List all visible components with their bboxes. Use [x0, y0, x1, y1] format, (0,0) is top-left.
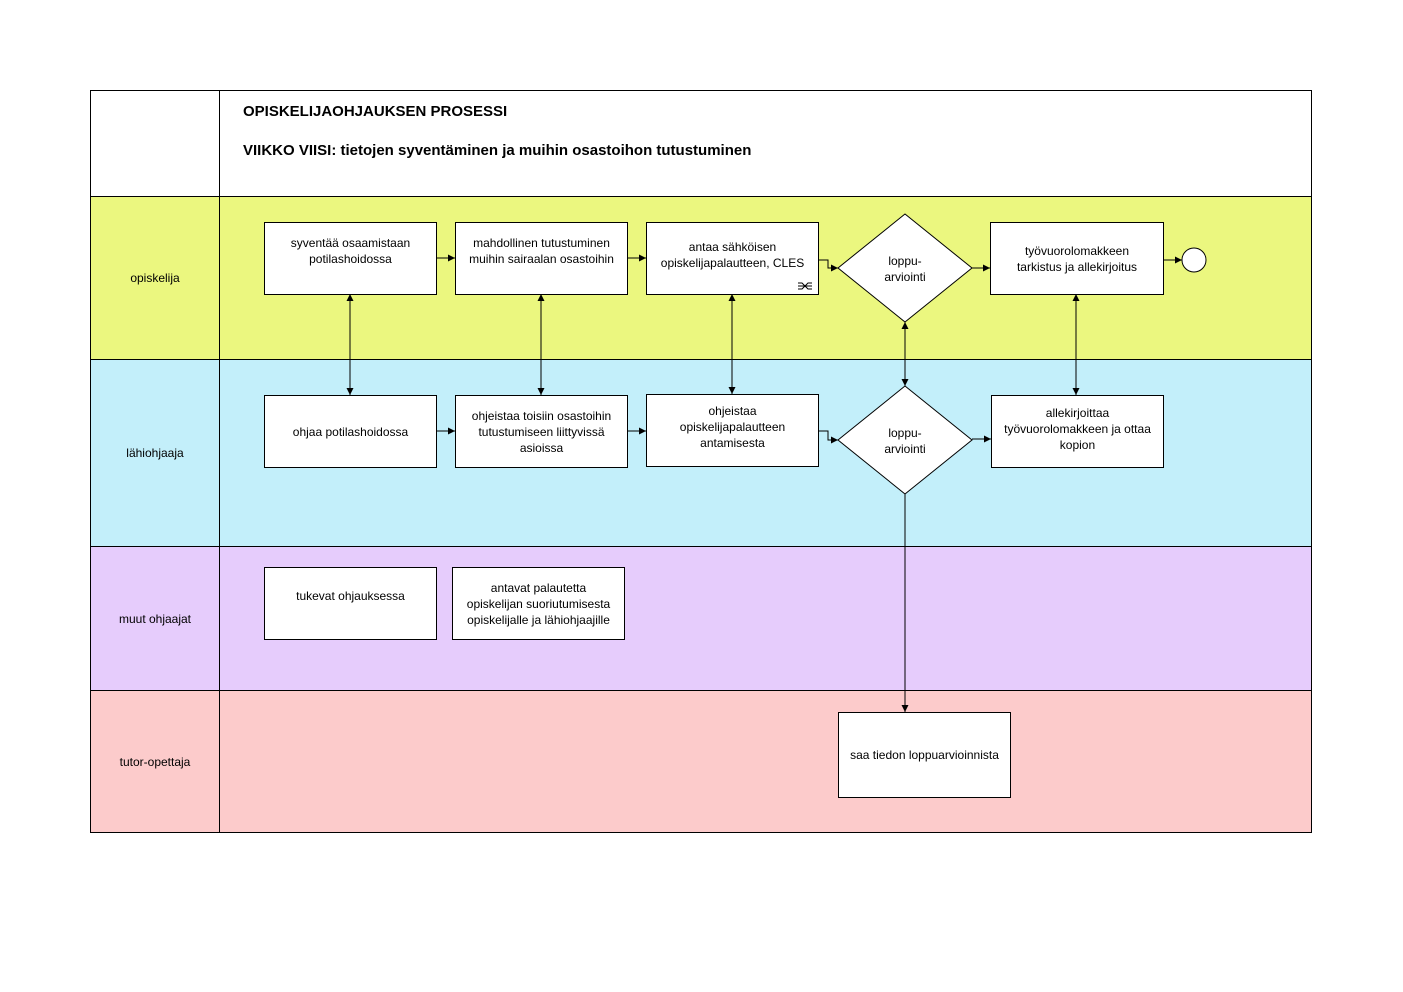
task-label: ohjeistaa opiskelijapalautteen antamises…: [679, 403, 786, 450]
task-antavat-palautetta[interactable]: antavat palautetta opiskelijan suoriutum…: [452, 567, 625, 640]
task-label: allekirjoittaa työvuorolomakkeen ja otta…: [1004, 405, 1151, 452]
task-label: ohjaa potilashoidossa: [292, 424, 409, 439]
task-tyovuorolomake-tarkistus[interactable]: työvuorolomakkeen tarkistus ja allekirjo…: [990, 222, 1164, 295]
task-label: ohjeistaa toisiin osastoihin tutustumise…: [471, 408, 612, 455]
task-antaa-palautteen[interactable]: antaa sähköisen opiskelijapalautteen, CL…: [646, 222, 819, 295]
decision-label-opiskelija: loppu- arviointi: [884, 254, 926, 284]
task-ohjeistaa-toisiin-osastoihin[interactable]: ohjeistaa toisiin osastoihin tutustumise…: [455, 395, 628, 468]
header-label-cell: [90, 90, 220, 196]
task-syventaa-osaamistaan[interactable]: syventää osaamistaan potilashoidossa: [264, 222, 437, 295]
task-label: mahdollinen tutustuminen muihin sairaala…: [469, 236, 614, 266]
subprocess-icon: [798, 282, 812, 290]
task-label: antaa sähköisen opiskelijapalautteen, CL…: [660, 239, 805, 270]
task-label: tukevat ohjauksessa: [296, 589, 405, 603]
task-mahdollinen-tutustuminen[interactable]: mahdollinen tutustuminen muihin sairaala…: [455, 222, 628, 295]
decision-diamond-opiskelija: [837, 213, 973, 323]
flow-arrow: [818, 259, 838, 272]
lane-tutor-opettaja: tutor-opettaja: [90, 690, 1312, 833]
diagram-title: OPISKELIJAOHJAUKSEN PROSESSI: [243, 103, 508, 120]
task-ohjeistaa-palautteen[interactable]: ohjeistaa opiskelijapalautteen antamises…: [646, 394, 819, 467]
task-tukevat-ohjauksessa[interactable]: tukevat ohjauksessa: [264, 567, 437, 640]
lane-label-lahiohjaaja: lähiohjaaja: [91, 360, 220, 546]
task-label: syventää osaamistaan potilashoidossa: [290, 236, 411, 266]
task-label: antavat palautetta opiskelijan suoriutum…: [466, 581, 611, 627]
task-ohjaa-potilashoidossa[interactable]: ohjaa potilashoidossa: [264, 395, 437, 468]
end-event-circle: [1181, 247, 1207, 273]
lane-label-muut-ohjaajat: muut ohjaajat: [91, 547, 220, 690]
task-allekirjoittaa-tyovuorolomakkeen[interactable]: allekirjoittaa työvuorolomakkeen ja otta…: [991, 395, 1164, 468]
task-saa-tiedon-loppuarvioinnista[interactable]: saa tiedon loppuarvioinnista: [838, 712, 1011, 798]
lane-label-tutor-opettaja: tutor-opettaja: [91, 691, 220, 832]
task-label: työvuorolomakkeen tarkistus ja allekirjo…: [1016, 243, 1138, 274]
diagram-subtitle: VIIKKO VIISI: tietojen syventäminen ja m…: [243, 142, 752, 159]
task-label: saa tiedon loppuarvioinnista: [850, 748, 999, 762]
flow-arrow: [818, 430, 838, 444]
decision-label-lahiohjaaja: loppu- arviointi: [884, 426, 926, 456]
lane-label-opiskelija: opiskelija: [91, 197, 220, 359]
decision-diamond-lahiohjaaja: [837, 385, 973, 495]
